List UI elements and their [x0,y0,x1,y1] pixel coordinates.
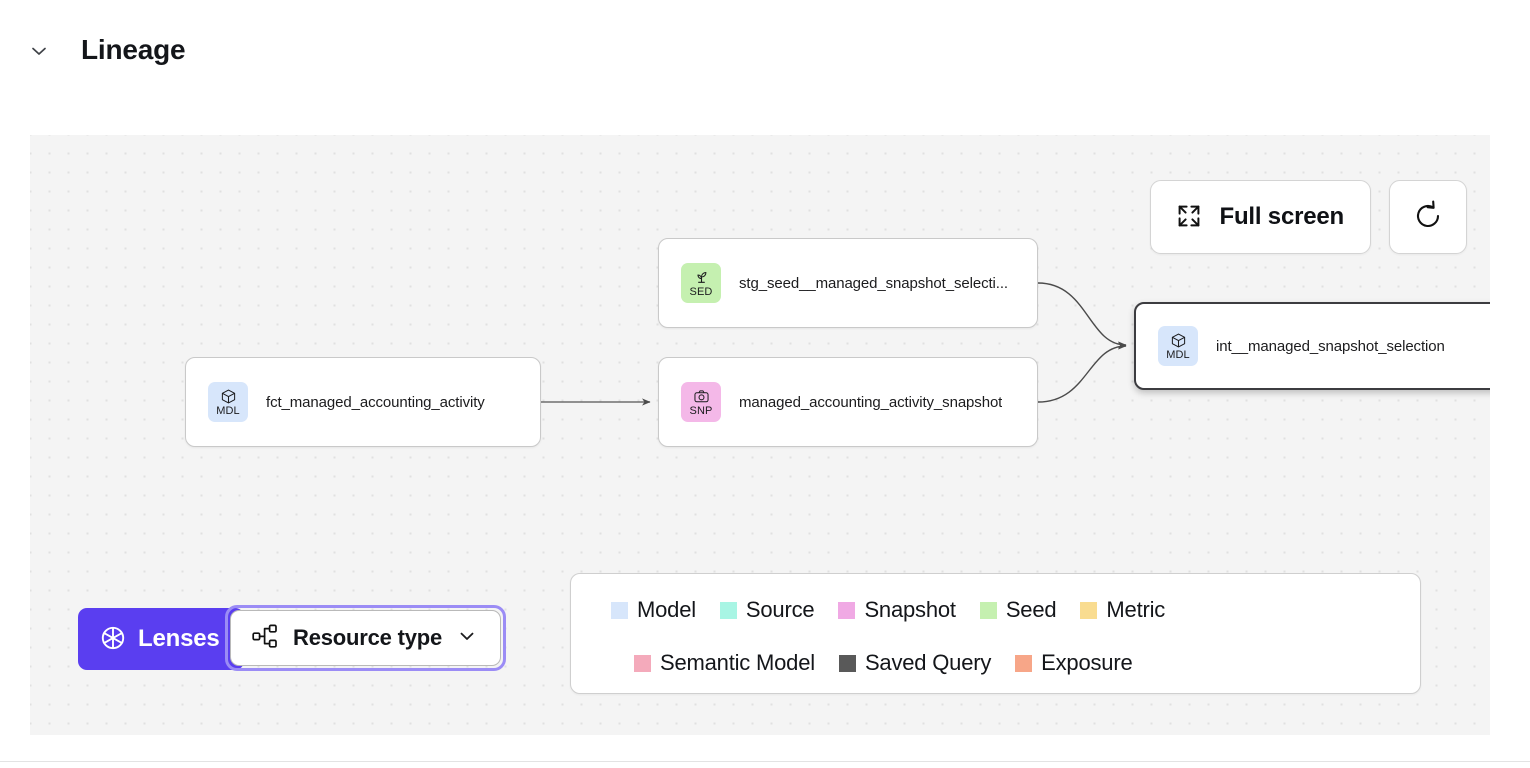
legend-item-snapshot[interactable]: Snapshot [838,597,956,623]
cube-icon [1171,333,1185,347]
refresh-button[interactable] [1389,180,1467,254]
cube-icon [221,389,235,403]
hierarchy-icon [251,622,279,655]
legend-row-1: Model Source Snapshot Seed Metric [611,597,1420,623]
lineage-node-seed[interactable]: SED stg_seed__managed_snapshot_selecti..… [658,238,1038,328]
badge-label: MDL [1166,348,1190,361]
legend-item-model[interactable]: Model [611,597,696,623]
badge-seed: SED [681,263,721,303]
resource-type-label: Resource type [293,625,443,650]
node-label: int__managed_snapshot_selection [1216,337,1445,355]
legend-swatch [979,601,997,619]
resource-type-dropdown[interactable]: Resource type [230,610,502,666]
sprout-icon [696,271,706,283]
lenses-button[interactable]: Lenses [78,608,244,670]
bottom-divider [0,761,1530,762]
chevron-down-icon[interactable] [26,38,52,64]
lineage-legend: Model Source Snapshot Seed Metric S [570,573,1421,694]
legend-item-metric[interactable]: Metric [1080,597,1165,623]
legend-item-saved-query[interactable]: Saved Query [838,650,992,676]
badge-label: SNP [689,404,713,417]
badge-label: MDL [216,404,240,417]
legend-swatch [838,654,856,672]
legend-label: Semantic Model [660,650,815,675]
node-label: stg_seed__managed_snapshot_selecti... [739,274,1008,292]
legend-item-exposure[interactable]: Exposure [1015,650,1133,676]
legend-item-source[interactable]: Source [719,597,815,623]
legend-label: Saved Query [864,650,992,675]
legend-label: Metric [1106,597,1166,622]
legend-label: Source [745,597,815,622]
legend-label: Snapshot [864,597,956,622]
full-screen-label: Full screen [1219,203,1344,230]
aperture-icon [100,625,126,654]
lineage-node-selected[interactable]: MDL int__managed_snapshot_selection [1134,302,1490,390]
legend-label: Seed [1005,597,1057,622]
legend-label: Exposure [1041,650,1133,675]
resource-type-focus-ring: Resource type [225,605,507,671]
legend-label: Model [637,597,696,622]
expand-arrows-icon [1173,200,1205,235]
node-label: fct_managed_accounting_activity [266,393,485,411]
canvas-controls: Full screen [1150,180,1467,254]
lineage-node-model[interactable]: MDL fct_managed_accounting_activity [185,357,541,447]
chevron-down-icon [456,625,478,652]
badge-model: MDL [1158,326,1198,366]
legend-row-2: Semantic Model Saved Query Exposure [634,650,1420,676]
legend-swatch [719,601,737,619]
legend-item-semantic-model[interactable]: Semantic Model [634,650,815,676]
lineage-canvas[interactable]: MDL fct_managed_accounting_activity SED … [30,135,1490,735]
lineage-node-snapshot[interactable]: SNP managed_accounting_activity_snapshot [658,357,1038,447]
lineage-header: Lineage [0,0,1530,100]
badge-snapshot: SNP [681,382,721,422]
legend-item-seed[interactable]: Seed [979,597,1057,623]
legend-swatch [1015,654,1033,672]
legend-swatch [611,601,628,619]
legend-swatch [838,601,856,619]
full-screen-button[interactable]: Full screen [1150,180,1371,254]
badge-model: MDL [208,382,248,422]
badge-label: SED [689,285,713,298]
node-label: managed_accounting_activity_snapshot [739,393,1003,411]
refresh-icon [1411,199,1445,236]
camera-icon [693,389,709,402]
legend-swatch [634,654,651,672]
legend-swatch [1080,601,1098,619]
page-title: Lineage [81,34,186,65]
lenses-label: Lenses [138,625,220,652]
